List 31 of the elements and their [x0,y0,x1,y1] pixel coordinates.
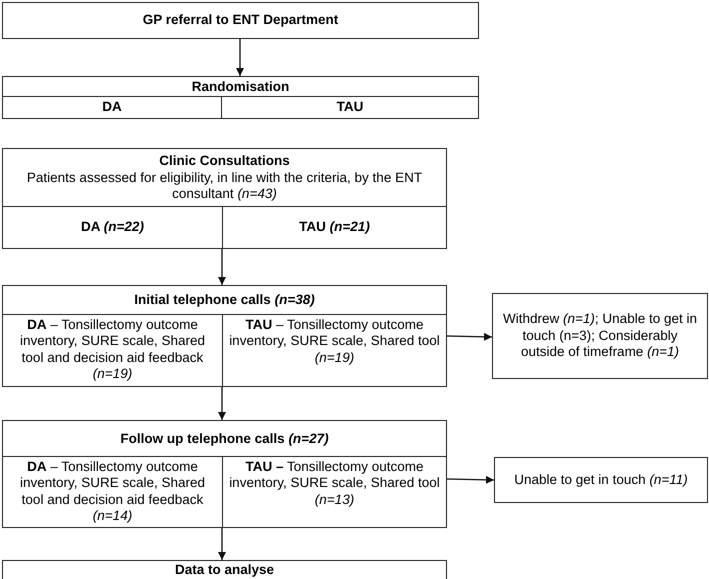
box-text: Withdrew (n=1); Unable to get in touch (n=3); Considerably outside of timeframe (n=1) [502,311,698,361]
box-text: GP referral to ENT Department [142,12,338,29]
process-box [492,293,708,379]
arrow [236,39,244,76]
arrow [218,249,226,285]
cell-text: TAU (n=21) [299,219,370,236]
process-box [2,560,447,579]
box-heading: Clinic Consultations [159,153,290,170]
arrow [218,387,226,420]
cell-text: DA – Tonsillectomy outcome inventory, SURE scale, Shared tool and decision aid feedback (n=19) [18,317,206,383]
box-heading: Initial telephone calls (n=38) [134,292,315,309]
cell-text: TAU – Tonsillectomy outcome inventory, SURE scale, Shared tool (n=13) [229,459,440,508]
box-text: Patients assessed for eligibility, in line with the criteria, by the ENT consultant (n=43) [26,170,424,203]
box-heading: Randomisation [192,78,290,96]
group-box [2,76,479,119]
box-heading: Follow up telephone calls (n=27) [120,430,329,448]
arrow [446,476,494,484]
cell-text: DA (n=22) [81,219,144,236]
process-box [2,2,479,39]
box-text: Data to analyse [174,562,274,578]
process-box [494,457,708,503]
cell-text: TAU [336,99,364,116]
cell-text: DA [102,99,122,116]
arrow [218,528,226,560]
group-box [2,420,447,528]
cell-text: TAU – Tonsillectomy outcome inventory, SURE scale, Shared tool (n=19) [229,317,440,366]
cell-text: DA – Tonsillectomy outcome inventory, SURE scale, Shared tool and decision aid feedback (n=14) [18,459,206,525]
group-box [2,148,447,249]
box-text: Unable to get in touch (n=11) [514,472,688,488]
group-box [2,285,447,387]
arrow [446,332,492,341]
